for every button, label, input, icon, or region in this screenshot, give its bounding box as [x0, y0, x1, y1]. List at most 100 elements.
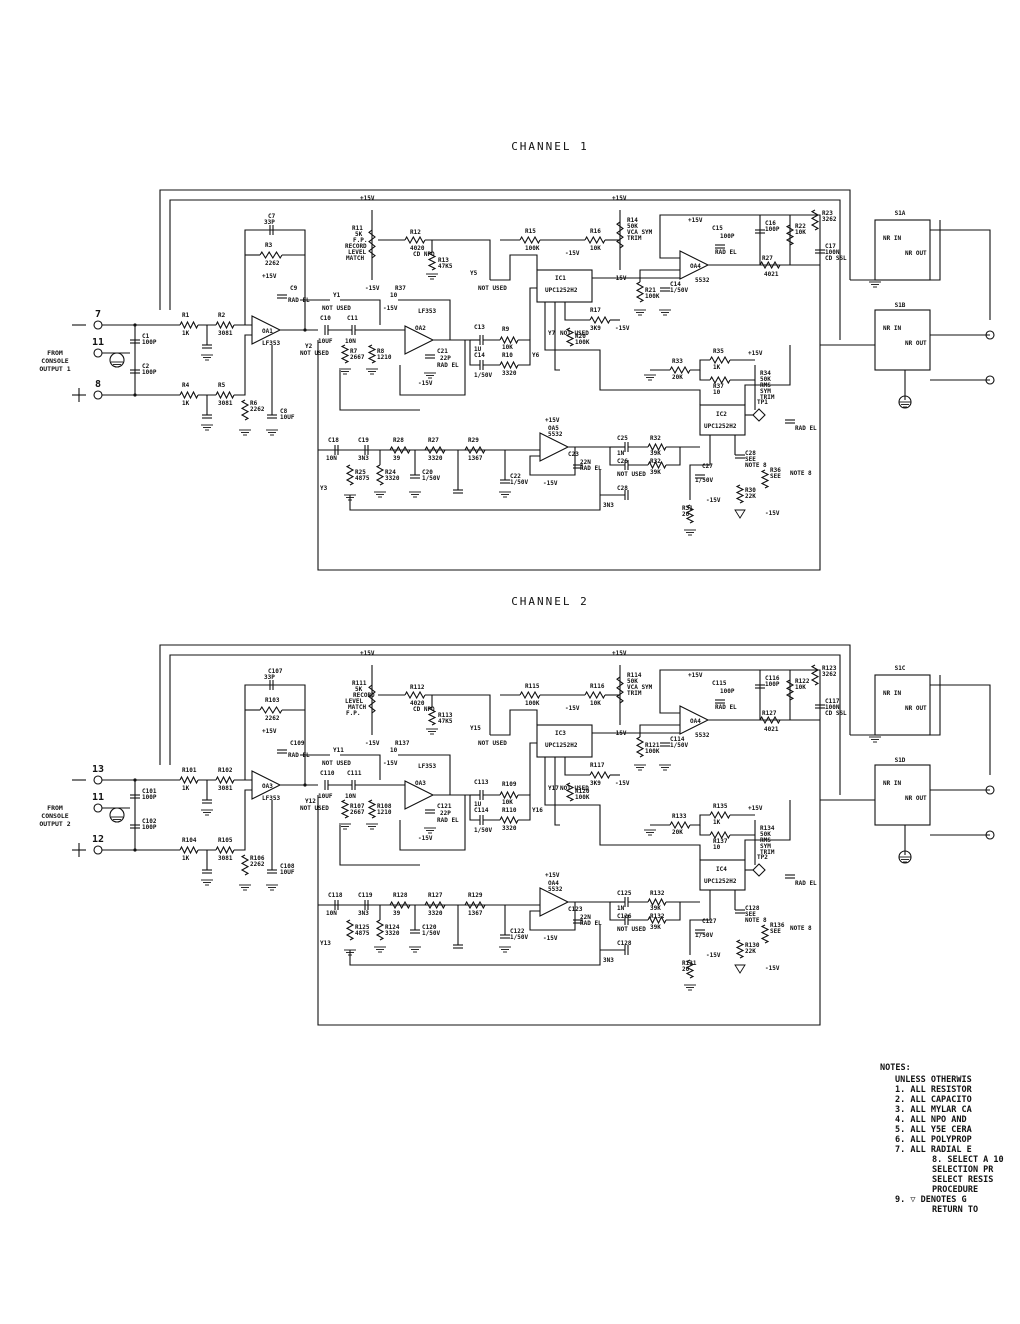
jumper-label: Y13: [320, 940, 331, 947]
supply-label: -15V: [418, 835, 433, 842]
resistor-value: 4875: [355, 475, 370, 482]
capacitor-label: C119: [358, 892, 373, 899]
wire: [744, 800, 791, 860]
capacitor-label: C2: [142, 363, 150, 370]
switch-nr-in: NR IN: [883, 235, 901, 242]
resistor-value: 1210: [377, 809, 392, 816]
capacitor-label: C118: [328, 892, 343, 899]
resistor-label: R129: [468, 892, 483, 899]
supply-label: +15V: [688, 217, 703, 224]
note-line: 3. ALL MYLAR CA: [895, 1105, 972, 1115]
capacitor-value: 1U: [474, 801, 482, 808]
capacitor-label: C14: [670, 281, 681, 288]
resistor-label: R104: [182, 837, 197, 844]
capacitor-value: 22P: [440, 810, 451, 817]
wire: [339, 825, 420, 866]
pot-note: RMS: [760, 837, 771, 844]
resistor-value: 22K: [745, 493, 756, 500]
resistor-symbol: [735, 939, 745, 959]
capacitor-label: C109: [290, 740, 305, 747]
opamp-type: 5532: [548, 431, 563, 438]
not-used-label: NOT USED: [560, 330, 589, 337]
resistor-symbol: [785, 679, 795, 701]
supply-label: -15V: [615, 325, 630, 332]
resistor-value: 39K: [650, 469, 661, 476]
resistor-value: 3320: [385, 475, 400, 482]
resistor-symbol: [565, 327, 575, 347]
resistor-label: R108: [377, 803, 392, 810]
jumper-label: Y12: [305, 798, 316, 805]
resistor-label: R20: [575, 333, 586, 340]
resistor-label: R10: [502, 352, 513, 359]
supply-label: -15V: [765, 510, 780, 517]
resistor-symbol: [179, 320, 199, 330]
resistor-value: 100K: [525, 700, 540, 707]
wire: [490, 254, 538, 281]
pot-label: R114: [627, 672, 642, 679]
ground-icon: [868, 281, 882, 288]
ground-icon: [633, 309, 647, 316]
switch-nr-in: NR IN: [883, 780, 901, 787]
resistor-value: 3K9: [590, 325, 601, 332]
pot-note: TRIM: [760, 849, 775, 856]
ground-icon: [683, 529, 697, 536]
junction-dot: [133, 778, 137, 782]
wire: [169, 199, 841, 340]
resistor-symbol: [669, 820, 691, 830]
opamp-type: LF353: [418, 308, 436, 315]
ground-icon: [338, 368, 352, 375]
resistor-label: R9: [502, 326, 510, 333]
capacitor-type: RAD EL: [288, 752, 310, 759]
wire: [349, 925, 601, 966]
wire: [398, 299, 451, 340]
ic-type: UPC1252H2: [704, 423, 737, 430]
capacitor-type: RAD EL: [715, 704, 737, 711]
resistor-value: 47K5: [438, 718, 453, 725]
capacitor-type: RAD EL: [437, 362, 459, 369]
wire: [317, 340, 821, 571]
resistor-label: R5: [218, 382, 226, 389]
resistor-value: 3081: [218, 400, 233, 407]
supply-label: +15V: [612, 650, 627, 657]
ground-icon: [498, 946, 512, 953]
supply-label: -15V: [365, 740, 380, 747]
ground-icon: [365, 823, 379, 830]
note-line: 4. ALL NPO AND: [895, 1115, 967, 1125]
opamp-type: LF353: [418, 763, 436, 770]
capacitor-value: 100P: [765, 226, 780, 233]
capacitor-type: RAD EL: [580, 465, 602, 472]
resistor-value: 10: [713, 389, 721, 396]
resistor-value: 2262: [250, 406, 265, 413]
resistor-symbol: [647, 897, 667, 907]
resistor-label: R24: [385, 469, 396, 476]
resistor-label: R113: [438, 712, 453, 719]
capacitor-label: C13: [474, 324, 485, 331]
capacitor-label: C8: [280, 408, 288, 415]
terminal-icon: [93, 320, 103, 330]
resistor-symbol: [759, 715, 781, 725]
capacitor-value: 1/50V: [474, 372, 492, 379]
resistor-value: 4021: [764, 726, 779, 733]
resistor-symbol: [685, 504, 695, 524]
resistor-label: R116: [590, 683, 605, 690]
resistor-symbol: [760, 924, 770, 944]
wire: [744, 345, 791, 405]
wire: [544, 302, 701, 405]
resistor-value: 39: [393, 455, 401, 462]
ic-label: IC3: [555, 730, 566, 737]
resistor-type: CD NPO: [413, 706, 435, 713]
ground-icon: [265, 884, 279, 891]
supply-label: -15V: [565, 250, 580, 257]
resistor-label: R35: [713, 348, 724, 355]
capacitor-value: 1/50V: [695, 477, 713, 484]
opamp-label: OA3: [262, 783, 273, 790]
resistor-symbol: [635, 281, 645, 303]
capacitor-value: 1/50V: [422, 930, 440, 937]
capacitor-value: 10UF: [318, 338, 333, 345]
not-used-label: NOT USED: [300, 350, 329, 357]
test-point-label: TP2: [757, 854, 768, 861]
capacitor-value: 10UF: [280, 869, 295, 876]
resistor-value: 4020: [410, 700, 425, 707]
junction-dot: [303, 783, 307, 787]
